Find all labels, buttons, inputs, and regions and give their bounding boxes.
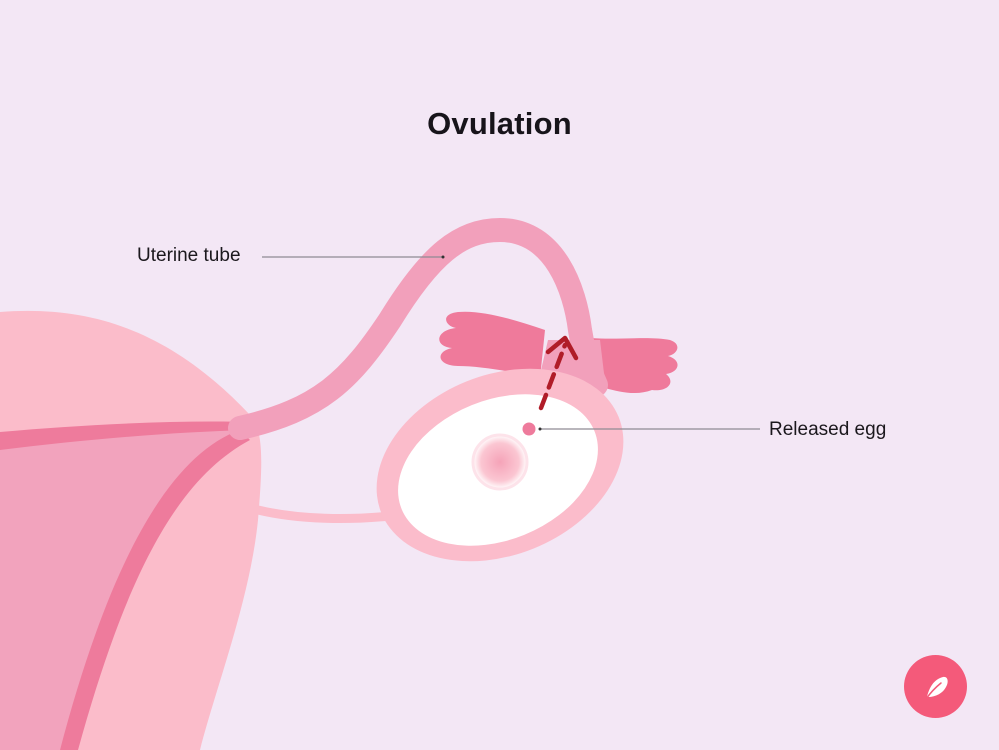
feather-icon <box>924 676 948 700</box>
label-uterine-tube: Uterine tube <box>137 245 241 266</box>
ovarian-ligament <box>253 505 395 523</box>
arrow-head <box>545 335 579 361</box>
ruptured-follicle <box>471 433 529 491</box>
uterus-wall-band <box>60 430 250 750</box>
uterus-top-band <box>0 421 250 450</box>
egg-path-arrow <box>538 342 568 411</box>
diagram-title: Ovulation <box>427 106 572 141</box>
brand-logo <box>904 655 967 718</box>
released-egg <box>522 422 536 436</box>
fimbriae-left <box>439 311 545 378</box>
fimbriae-right <box>590 338 678 394</box>
label-released-egg: Released egg <box>769 419 887 440</box>
uterine-tube <box>228 217 608 440</box>
